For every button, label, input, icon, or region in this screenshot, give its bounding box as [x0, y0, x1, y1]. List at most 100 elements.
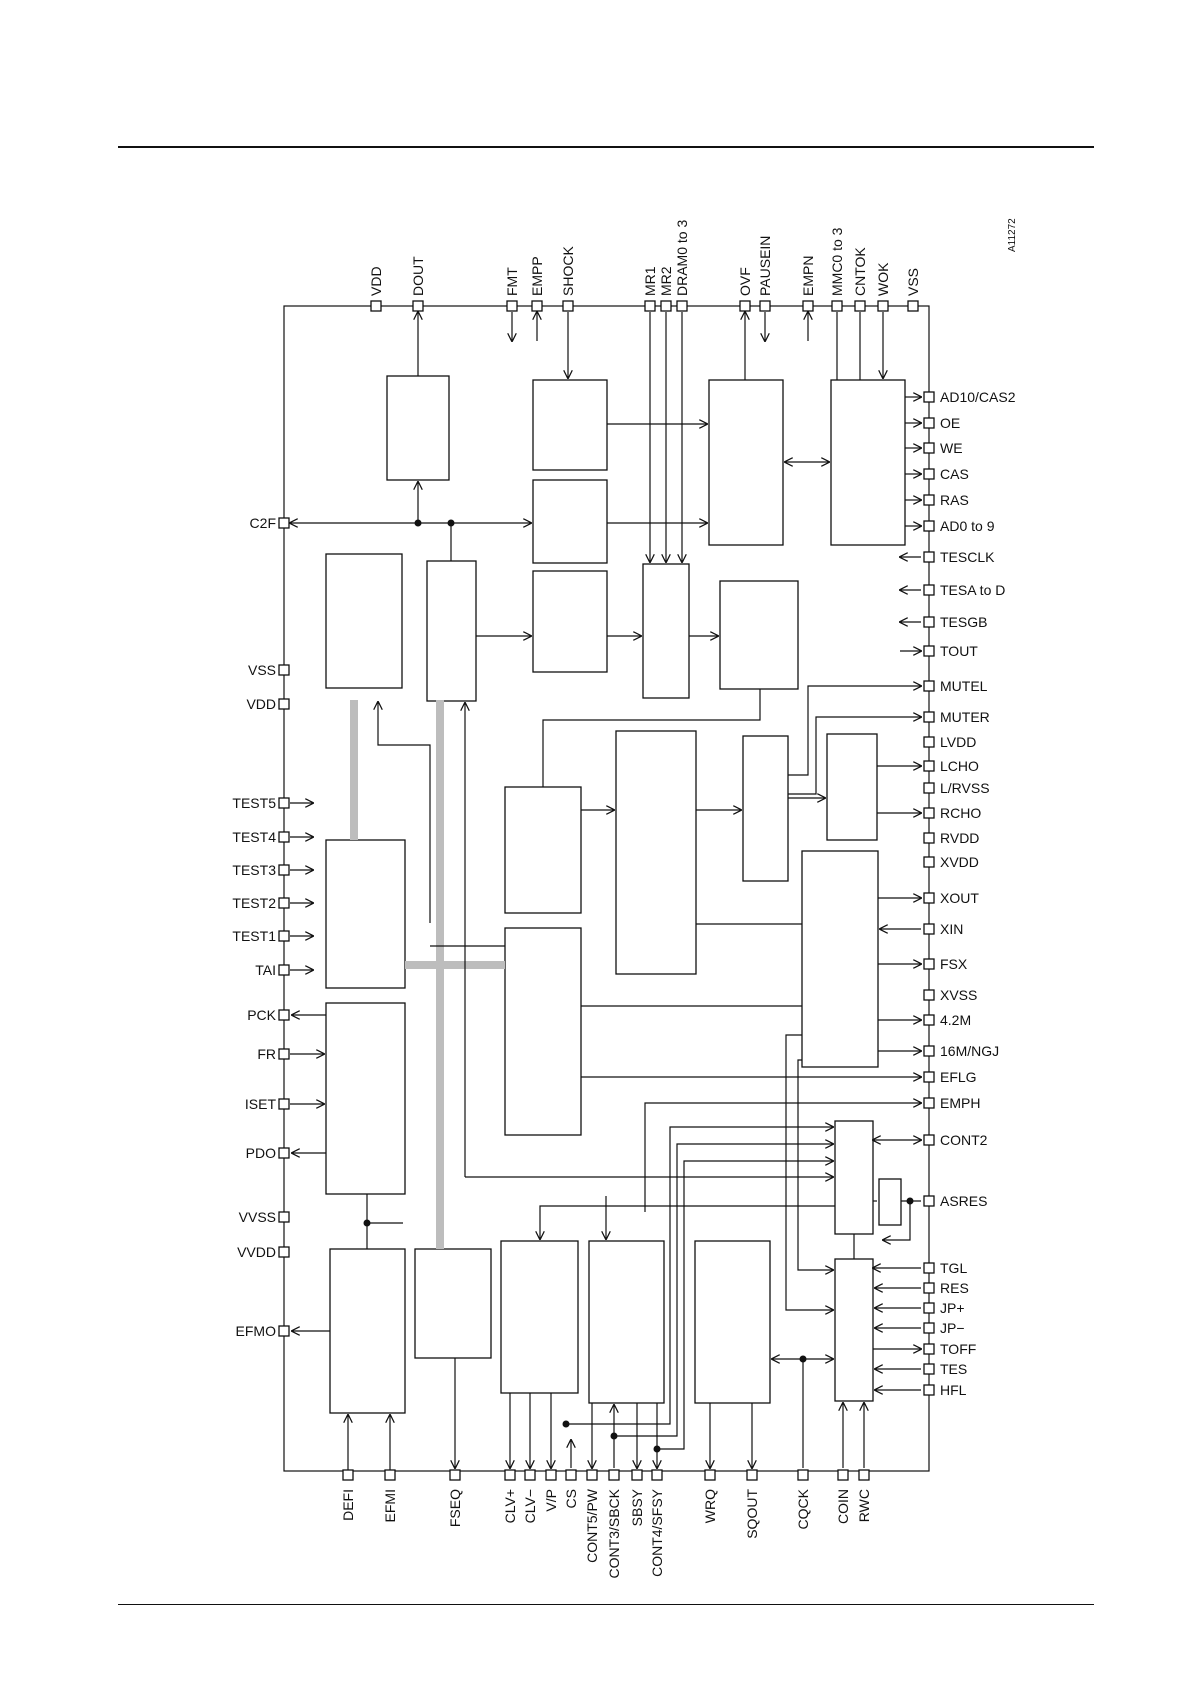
- pin-bottom-clvp: [504, 1469, 516, 1481]
- pin-label-right-fsx: FSX: [940, 956, 968, 972]
- pin-right-rvdd: [923, 832, 935, 844]
- pin-right-xin: [923, 923, 935, 935]
- pin-label-top-empp: EMPP: [529, 256, 545, 296]
- pin-left-test2: [278, 897, 290, 909]
- pin-top-ovf: [739, 300, 751, 312]
- figure-id: A11272: [1007, 218, 1018, 252]
- pin-label-right-xin: XIN: [940, 921, 963, 937]
- pin-label-right-cont2: CONT2: [940, 1132, 988, 1148]
- pin-bottom-cont5: [586, 1469, 598, 1481]
- pin-left-vdd: [278, 698, 290, 710]
- pin-label-bottom-clvm: CLV−: [522, 1489, 538, 1523]
- pin-label-bottom-sbsy: SBSY: [629, 1488, 645, 1526]
- pin-bottom-cs: [565, 1469, 577, 1481]
- pin-bottom-sbsy: [631, 1469, 643, 1481]
- pin-label-right-mutel: MUTEL: [940, 678, 988, 694]
- pin-label-top-mr2: MR2: [658, 266, 674, 296]
- block-g: [742, 735, 789, 882]
- pin-label-bottom-sqout: SQOUT: [744, 1489, 760, 1539]
- pin-label-left-test3: TEST3: [232, 862, 276, 878]
- pin-bottom-fseq: [449, 1469, 461, 1481]
- pin-label-bottom-rwc: RWC: [856, 1489, 872, 1522]
- pin-label-right-oe: OE: [940, 415, 960, 431]
- function-blocks: [325, 375, 906, 1414]
- pin-label-top-ovf: OVF: [737, 267, 753, 296]
- block-b: [426, 560, 477, 702]
- pin-label-right-res: RES: [940, 1280, 969, 1296]
- pin-label-right-ad10: AD10/CAS2: [940, 389, 1016, 405]
- pin-bottom-defi: [342, 1469, 354, 1481]
- pin-right-xvss: [923, 989, 935, 1001]
- block-e: [504, 786, 582, 914]
- pin-right-res: [923, 1282, 935, 1294]
- pin-right-ad09: [923, 520, 935, 532]
- pin-label-right-tesa: TESA to D: [940, 582, 1005, 598]
- pin-label-right-xout: XOUT: [940, 890, 979, 906]
- pin-bottom-coin: [837, 1469, 849, 1481]
- pin-bottom-cont3: [608, 1469, 620, 1481]
- pin-label-right-cas: CAS: [940, 466, 969, 482]
- pin-label-right-jpp: JP+: [940, 1300, 965, 1316]
- pin-left-fr: [278, 1048, 290, 1060]
- pin-right-xvdd: [923, 856, 935, 868]
- pin-left-c2f: [278, 517, 290, 529]
- pin-label-top-vdd: VDD: [368, 266, 384, 296]
- pin-right-eflg: [923, 1071, 935, 1083]
- pin-left-iset: [278, 1098, 290, 1110]
- pin-label-top-mr1: MR1: [642, 266, 658, 296]
- pin-label-bottom-cqck: CQCK: [795, 1488, 811, 1529]
- pin-label-left-pdo: PDO: [246, 1145, 276, 1161]
- pin-label-left-test2: TEST2: [232, 895, 276, 911]
- block-clock: [801, 850, 879, 1068]
- pin-left-test4: [278, 831, 290, 843]
- pin-label-bottom-cont5: CONT5/PW: [584, 1488, 600, 1563]
- pin-left-pck: [278, 1009, 290, 1021]
- pin-bottom-wrq: [704, 1469, 716, 1481]
- pin-label-top-fmt: FMT: [504, 267, 520, 296]
- pin-label-left-pck: PCK: [247, 1007, 276, 1023]
- pin-left-vvdd: [278, 1246, 290, 1258]
- pin-right-cas: [923, 468, 935, 480]
- pin-label-right-lvdd: LVDD: [940, 734, 976, 750]
- pin-top-shock: [562, 300, 574, 312]
- data-buses: [350, 700, 505, 1249]
- pin-label-right-asres: ASRES: [940, 1193, 987, 1209]
- pin-right-rcho: [923, 807, 935, 819]
- pin-label-left-efmo: EFMO: [236, 1323, 277, 1339]
- block-d: [719, 580, 799, 690]
- pin-right-xout: [923, 892, 935, 904]
- pin-label-right-jpm: JP−: [940, 1320, 965, 1336]
- pin-label-top-vss: VSS: [905, 268, 921, 296]
- pin-label-right-tesgb: TESGB: [940, 614, 987, 630]
- block-l: [878, 1178, 902, 1226]
- pin-bottom-rwc: [858, 1469, 870, 1481]
- pin-label-right-tout: TOUT: [940, 643, 978, 659]
- pin-right-tgl: [923, 1262, 935, 1274]
- pin-left-test3: [278, 864, 290, 876]
- pin-label-top-mmc: MMC0 to 3: [829, 227, 845, 296]
- pin-label-right-we: WE: [940, 440, 963, 456]
- pin-left-efmo: [278, 1325, 290, 1337]
- pin-label-right-tesclk: TESCLK: [940, 549, 995, 565]
- pin-top-mr1: [644, 300, 656, 312]
- block-dac: [826, 733, 878, 841]
- pin-right-we: [923, 442, 935, 454]
- pin-right-jpp: [923, 1302, 935, 1314]
- pin-bottom-vp: [545, 1469, 557, 1481]
- footer-rule: [118, 1604, 1094, 1605]
- pin-label-right-xvdd: XVDD: [940, 854, 979, 870]
- pin-label-right-hfl: HFL: [940, 1382, 967, 1398]
- pin-top-pausein: [759, 300, 771, 312]
- pin-bottom-efmi: [384, 1469, 396, 1481]
- block-shock: [532, 379, 608, 471]
- pin-top-vss: [907, 300, 919, 312]
- block-h: [325, 839, 406, 989]
- pin-label-bottom-cs: CS: [563, 1489, 579, 1508]
- pin-bottom-sqout: [746, 1469, 758, 1481]
- pin-left-tai: [278, 964, 290, 976]
- pin-label-top-cntok: CNTOK: [852, 247, 868, 296]
- pin-right-tout: [923, 645, 935, 657]
- pin-label-left-vss: VSS: [248, 662, 276, 678]
